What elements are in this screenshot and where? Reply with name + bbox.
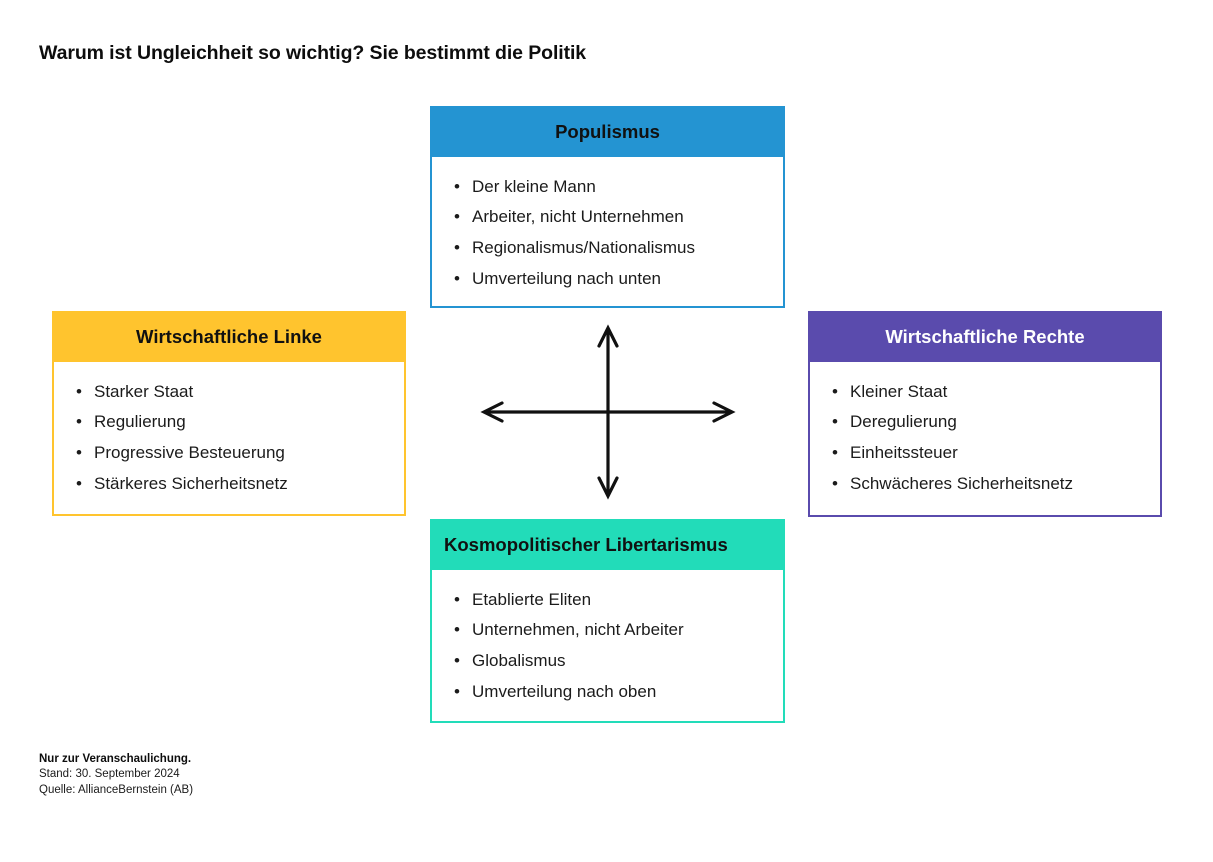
list-item-label: Umverteilung nach unten: [472, 268, 662, 288]
list-item: • Etablierte Eliten: [442, 584, 773, 615]
bullet-icon: •: [454, 268, 460, 288]
list-item: • Deregulierung: [820, 407, 1150, 438]
bullet-icon: •: [76, 473, 82, 493]
list-item: • Einheitssteuer: [820, 438, 1150, 469]
list-item: • Progressive Besteuerung: [64, 438, 394, 469]
quadrant-heading-economic-left: Wirtschaftliche Linke: [54, 313, 404, 363]
bullet-icon: •: [832, 473, 838, 493]
axis-cross-container: [478, 322, 738, 502]
quadrant-list-populism: • Der kleine Mann • Arbeiter, nicht Unte…: [432, 157, 783, 308]
list-item: • Kleiner Staat: [820, 376, 1150, 407]
list-item-label: Etablierte Eliten: [472, 589, 592, 609]
bullet-icon: •: [76, 443, 82, 463]
bullet-icon: •: [76, 381, 82, 401]
quadrant-box-economic-left: Wirtschaftliche Linke • Starker Staat • …: [52, 311, 406, 516]
list-item-label: Stärkeres Sicherheitsnetz: [94, 473, 288, 493]
bullet-icon: •: [454, 589, 460, 609]
quadrant-list-economic-left: • Starker Staat • Regulierung • Progress…: [54, 362, 404, 513]
bullet-icon: •: [832, 443, 838, 463]
quadrant-heading-economic-right: Wirtschaftliche Rechte: [810, 313, 1160, 363]
quadrant-box-economic-right: Wirtschaftliche Rechte • Kleiner Staat •…: [808, 311, 1162, 517]
footer-source: Quelle: AllianceBernstein (AB): [39, 783, 194, 796]
list-item-label: Arbeiter, nicht Unternehmen: [472, 207, 684, 227]
list-item-label: Deregulierung: [850, 412, 957, 432]
list-item: • Der kleine Mann: [442, 171, 773, 202]
bullet-icon: •: [832, 381, 838, 401]
list-item-label: Umverteilung nach oben: [472, 681, 657, 701]
list-item: • Regulierung: [64, 407, 394, 438]
bullet-icon: •: [454, 681, 460, 701]
quadrant-heading-cosmopolitan-libertarianism: Kosmopolitischer Libertarismus: [432, 521, 783, 571]
list-item-label: Einheitssteuer: [850, 443, 958, 463]
list-item-label: Progressive Besteuerung: [94, 443, 285, 463]
list-item: • Regionalismus/Nationalismus: [442, 233, 773, 264]
footer-disclaimer: Nur zur Veranschaulichung.: [39, 753, 192, 765]
list-item-label: Kleiner Staat: [850, 381, 948, 401]
bullet-icon: •: [454, 238, 460, 258]
list-item-label: Unternehmen, nicht Arbeiter: [472, 620, 684, 640]
bullet-icon: •: [832, 412, 838, 432]
bullet-icon: •: [454, 651, 460, 671]
bullet-icon: •: [454, 207, 460, 227]
bullet-icon: •: [454, 620, 460, 640]
bullet-icon: •: [454, 176, 460, 196]
list-item: • Unternehmen, nicht Arbeiter: [442, 615, 773, 646]
footer: Nur zur Veranschaulichung. Stand: 30. Se…: [39, 752, 193, 798]
list-item: • Umverteilung nach oben: [442, 676, 773, 707]
list-item-label: Regionalismus/Nationalismus: [472, 238, 695, 258]
list-item: • Arbeiter, nicht Unternehmen: [442, 202, 773, 233]
quadrant-list-cosmopolitan-libertarianism: • Etablierte Eliten • Unternehmen, nicht…: [432, 570, 783, 721]
quadrant-heading-populism: Populismus: [432, 108, 783, 158]
quadrant-list-economic-right: • Kleiner Staat • Deregulierung • Einhei…: [810, 362, 1160, 513]
list-item: • Globalismus: [442, 646, 773, 677]
list-item-label: Der kleine Mann: [472, 176, 596, 196]
bullet-icon: •: [76, 412, 82, 432]
footer-as-of-date: Stand: 30. September 2024: [39, 768, 180, 781]
list-item-label: Starker Staat: [94, 381, 194, 401]
list-item: • Umverteilung nach unten: [442, 263, 773, 294]
list-item-label: Globalismus: [472, 651, 566, 671]
list-item: • Schwächeres Sicherheitsnetz: [820, 468, 1150, 499]
four-way-arrow-cross-icon: [480, 324, 736, 500]
list-item: • Starker Staat: [64, 376, 394, 407]
quadrant-box-cosmopolitan-libertarianism: Kosmopolitischer Libertarismus • Etablie…: [430, 519, 785, 723]
quadrant-box-populism: Populismus • Der kleine Mann • Arbeiter,…: [430, 106, 785, 308]
list-item-label: Schwächeres Sicherheitsnetz: [850, 473, 1074, 493]
page-title: Warum ist Ungleichheit so wichtig? Sie b…: [39, 42, 587, 64]
list-item-label: Regulierung: [94, 412, 186, 432]
list-item: • Stärkeres Sicherheitsnetz: [64, 468, 394, 499]
